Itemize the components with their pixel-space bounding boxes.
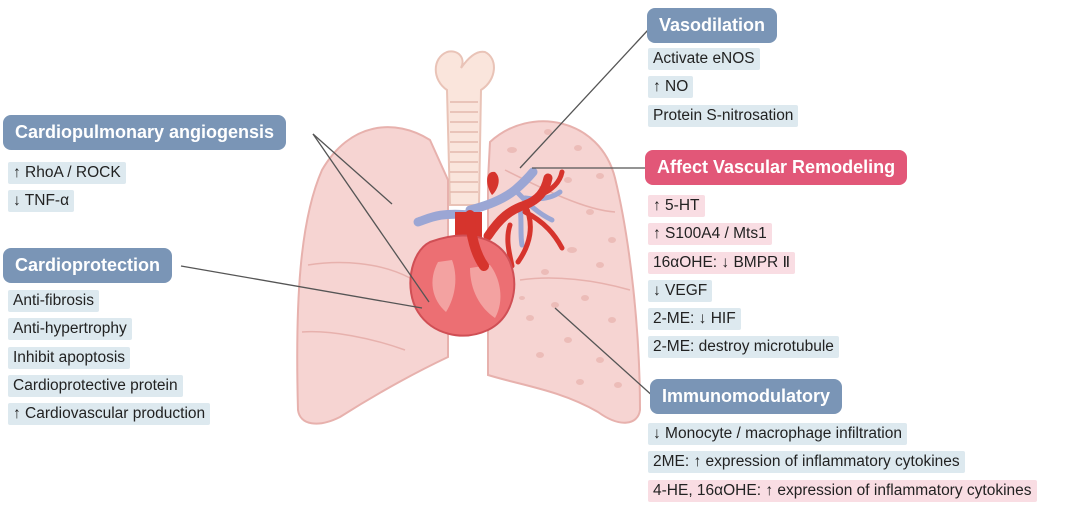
connector-lines [180,29,656,399]
list-item: 2-ME: destroy microtubule [648,336,839,359]
list-item: ↓ TNF-α [8,190,75,213]
vasodilation-list: Activate eNOS ↑ NO Protein S-nitrosation [648,48,799,133]
cardioprotection-header: Cardioprotection [3,248,173,283]
lungs-illustration [296,120,642,425]
list-item: ↑ RhoA / ROCK [8,162,126,184]
list-item: 2ME: ↑ expression of inflammatory cytoki… [648,451,965,474]
list-item: Cardioprotective protein [8,374,183,397]
list-item: Protein S-nitrosation [648,104,799,127]
list-item: Anti-hypertrophy [8,318,132,341]
trachea-illustration [434,50,495,206]
list-item: Inhibit apoptosis [8,346,131,369]
list-item: ↑ 5-HT [648,195,705,217]
heart-illustration [409,210,516,337]
list-item: Activate eNOS [648,48,760,70]
vascular-remodeling-header: Affect Vascular Remodeling [645,150,908,185]
vasodilation-header: Vasodilation [647,8,778,43]
list-item: ↑ S100A4 / Mts1 [648,223,772,246]
list-item: ↑ Cardiovascular production [8,403,211,426]
cardioprotection-list: Anti-fibrosis Anti-hypertrophy Inhibit a… [8,290,211,431]
list-item: 16αOHE: ↓ BMPR Ⅱ [648,251,796,274]
list-item: ↓ VEGF [648,279,713,302]
list-item: Anti-fibrosis [8,290,99,312]
list-item: ↓ Monocyte / macrophage infiltration [648,423,907,445]
immunomodulatory-header: Immunomodulatory [650,379,843,414]
cardiopulmonary-angiogenesis-header: Cardiopulmonary angiogensis [3,115,287,150]
immunomodulatory-list: ↓ Monocyte / macrophage infiltration 2ME… [648,423,1037,508]
list-item: ↑ NO [648,76,694,99]
list-item: 4-HE, 16αOHE: ↑ expression of inflammato… [648,479,1037,502]
list-item: 2-ME: ↓ HIF [648,308,741,331]
vascular-remodeling-list: ↑ 5-HT ↑ S100A4 / Mts1 16αOHE: ↓ BMPR Ⅱ … [648,195,839,365]
cardiopulmonary-angiogenesis-list: ↑ RhoA / ROCK ↓ TNF-α [8,162,126,219]
